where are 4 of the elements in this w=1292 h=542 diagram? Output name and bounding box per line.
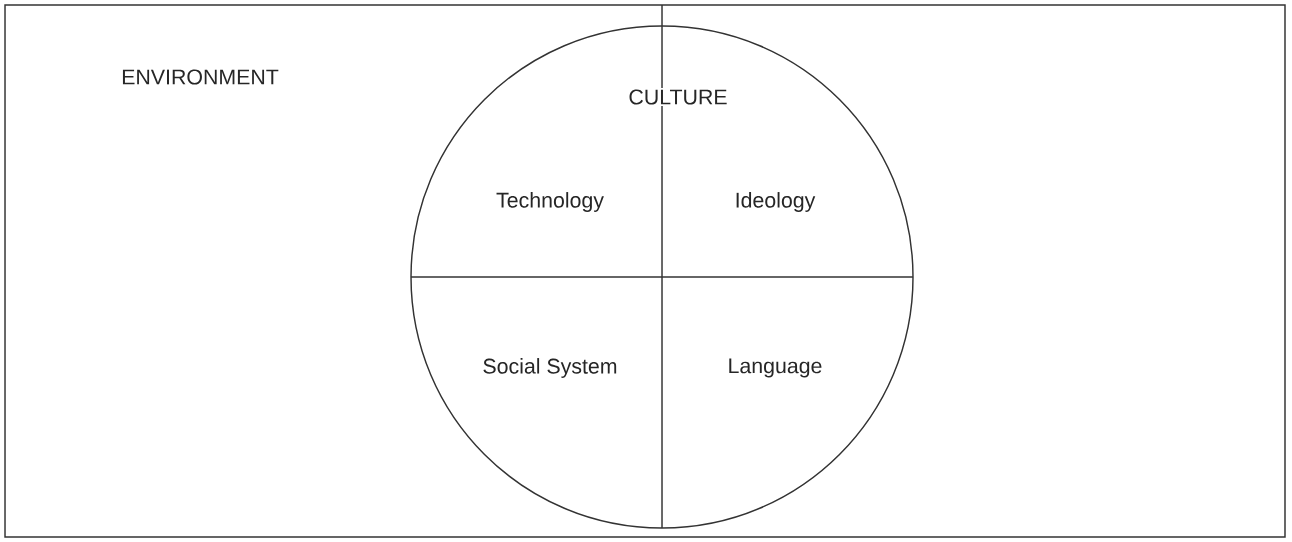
quadrant-label: Language	[729, 358, 822, 378]
quadrant-label: Social System	[483, 358, 617, 378]
quadrant-label: Ideology	[736, 192, 816, 212]
quadrant-label: Technology	[496, 192, 604, 212]
